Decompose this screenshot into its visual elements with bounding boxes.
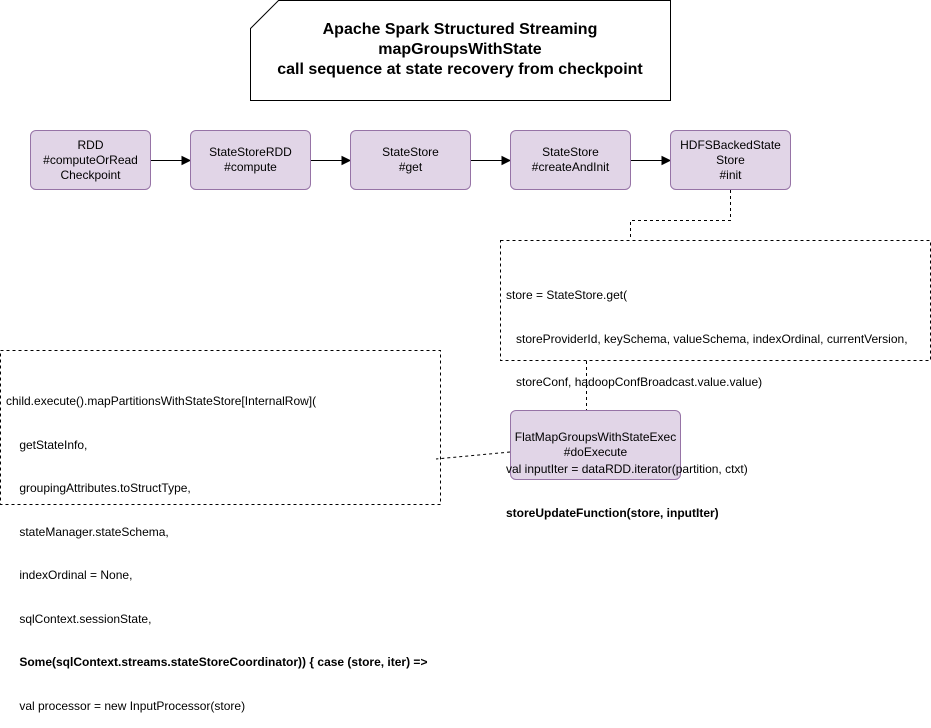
store-note-code: store = StateStore.get( storeProviderId,… — [506, 259, 908, 535]
node-rdd-line-2: #computeOrRead — [43, 152, 138, 167]
node-flatmap-line-2: #doExecute — [563, 445, 628, 459]
node-statestore-createandinit[interactable]: StateStore #createAndInit — [510, 130, 631, 190]
child-note-code: child.execute().mapPartitionsWithStateSt… — [6, 365, 427, 728]
connector-hdfs-to-store-note — [630, 190, 731, 240]
node-statestore-get-line-2: #get — [398, 160, 423, 174]
node-statestorerdd[interactable]: StateStoreRDD #compute — [190, 130, 311, 190]
child-note-line: sqlContext.sessionState, — [6, 611, 152, 626]
child-note-line: stateManager.stateSchema, — [6, 524, 169, 539]
node-statestore-create-line-1: StateStore — [542, 145, 599, 159]
note-connectors — [435, 190, 731, 460]
store-note-border — [500, 240, 931, 361]
node-flatmap-line-1: FlatMapGroupsWithStateExec — [514, 430, 677, 444]
child-note-line: getStateInfo, — [6, 437, 88, 452]
child-note-line: child.execute().mapPartitionsWithStateSt… — [6, 394, 317, 408]
node-hdfs-line-2: Store — [716, 152, 745, 167]
title-note-shape — [250, 0, 671, 101]
store-note-line: val inputIter = dataRDD.iterator(partiti… — [506, 462, 748, 476]
node-hdfs-line-1: HDFSBackedState — [680, 137, 781, 152]
node-statestorerdd-line-2: #compute — [224, 160, 277, 174]
node-flatmapgroupswithstateexec[interactable]: FlatMapGroupsWithStateExec #doExecute — [510, 410, 681, 480]
connector-flatmap-to-child-note — [435, 451, 511, 460]
node-rdd[interactable]: RDD #computeOrRead Checkpoint — [30, 130, 151, 190]
store-note-line: storeConf, hadoopConfBroadcast.value.val… — [506, 375, 763, 389]
store-note-line: storeProviderId, keySchema, valueSchema,… — [506, 331, 908, 346]
arrowhead-rdd-to-statestorerdd — [181, 155, 192, 166]
child-note-border — [0, 350, 441, 505]
store-note-line: store = StateStore.get( — [506, 288, 628, 302]
node-rdd-line-1: RDD — [77, 137, 104, 152]
diagram-canvas — [0, 0, 931, 505]
call-arrows — [150, 155, 672, 166]
child-note-line: indexOrdinal = None, — [6, 568, 133, 582]
title-line-2: mapGroupsWithState — [378, 41, 542, 58]
child-note-line-bold: Some(sqlContext.streams.stateStoreCoordi… — [6, 655, 428, 669]
arrowhead-create-to-hdfs — [661, 155, 672, 166]
node-statestorerdd-line-1: StateStoreRDD — [209, 145, 292, 159]
title-line-1: Apache Spark Structured Streaming — [322, 21, 598, 38]
node-statestore-get[interactable]: StateStore #get — [350, 130, 471, 190]
node-statestore-create-line-2: #createAndInit — [531, 160, 610, 174]
child-note-line: val processor = new InputProcessor(store… — [6, 698, 246, 713]
arrowhead-get-to-create — [501, 155, 512, 166]
node-hdfsbackedstatestore[interactable]: HDFSBackedState Store #init — [670, 130, 791, 190]
child-note-line: groupingAttributes.toStructType, — [6, 481, 191, 495]
title-line-3: call sequence at state recovery from che… — [277, 61, 643, 78]
arrowhead-statestorerdd-to-get — [341, 155, 352, 166]
node-hdfs-line-3: #init — [719, 167, 742, 182]
diagram-title: Apache Spark Structured Streaming mapGro… — [250, 0, 670, 100]
node-rdd-line-3: Checkpoint — [60, 167, 121, 182]
store-note-line-bold: storeUpdateFunction(store, inputIter) — [506, 505, 719, 520]
node-statestore-get-line-1: StateStore — [382, 145, 439, 159]
store-note-line — [506, 419, 908, 434]
